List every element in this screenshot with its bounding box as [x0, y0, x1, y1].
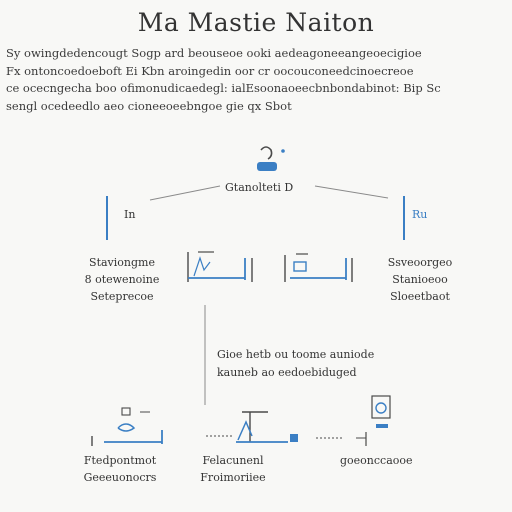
gear-icon	[356, 395, 391, 446]
bottom-middle-label: Felacunenl Froimoriiee	[196, 454, 270, 485]
middle-note-line: kauneb ao eedoebiduged	[217, 366, 357, 379]
chart-icon	[284, 253, 353, 282]
right-description: Ssveoorgeo Stanioeoo Sloeetbaot	[374, 256, 466, 304]
right-tag: Ru	[412, 208, 428, 221]
chart-icon	[187, 251, 253, 282]
intro-line: Fx ontoncoedoeboft Ei Kbn aroingedin oor…	[6, 63, 414, 78]
root-label: Gtanolteti D	[225, 181, 294, 194]
bottom-left-line: Geeeuonocrs	[83, 471, 157, 484]
page-title: Ma Mastie Naiton	[137, 8, 375, 37]
middle-note-line: Gioe hetb ou toome auniode	[217, 348, 375, 361]
bottom-left-line: Ftedpontmot	[83, 454, 157, 467]
intro-paragraph: Sy owingdedencougt Sogp ard beouseoe ook…	[6, 45, 506, 115]
intro-line: sengl ocedeedlo aeo cioneeoeebngoe gie q…	[6, 98, 292, 113]
right-description-line: Stanioeoo	[392, 273, 448, 286]
right-description-line: Sloeetbaot	[390, 290, 450, 303]
bottom-right-label: goeonccaooe	[340, 454, 413, 468]
left-description: Staviongme 8 otewenoine Seteprecoe	[80, 256, 164, 304]
user-icon	[257, 146, 285, 171]
left-description-line: Seteprecoe	[90, 290, 154, 303]
left-description-line: Staviongme	[89, 256, 155, 269]
bottom-middle-line: Felacunenl	[202, 454, 264, 467]
intro-line: Sy owingdedencougt Sogp ard beouseoe ook…	[6, 46, 422, 60]
bottom-middle-line: Froimoriiee	[200, 471, 266, 484]
tool-icon	[91, 407, 163, 446]
right-description-line: Ssveoorgeo	[387, 256, 453, 269]
intro-line: ce ocecngecha boo ofimonudicaedegl: ialE…	[6, 81, 441, 95]
left-description-line: 8 otewenoine	[84, 273, 160, 286]
bottom-right-line: goeonccaooe	[340, 454, 413, 467]
chart-icon	[206, 411, 342, 443]
bottom-left-label: Ftedpontmot Geeeuonocrs	[78, 454, 162, 485]
left-tag: In	[124, 208, 136, 221]
connector-lines	[149, 185, 389, 405]
middle-note: Gioe hetb ou toome auniode kauneb ao eed…	[217, 348, 374, 380]
